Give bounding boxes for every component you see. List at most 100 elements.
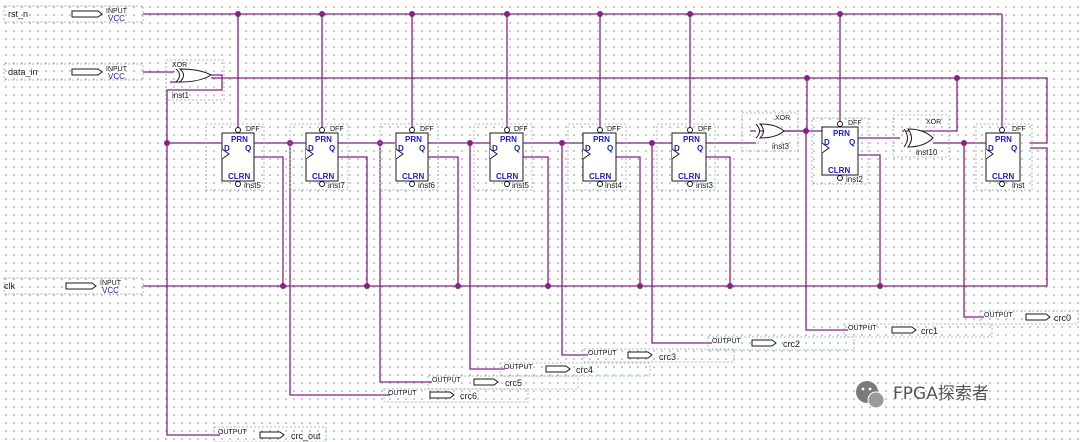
- svg-text:PRN: PRN: [500, 135, 517, 144]
- dff-type: DFF: [246, 126, 260, 133]
- dff-inst: inst4: [605, 181, 622, 190]
- input-tag: INPUT: [100, 280, 122, 287]
- input-tag: INPUT: [106, 8, 128, 15]
- svg-text:CLRN: CLRN: [402, 172, 424, 181]
- input-label: rst_n: [8, 9, 28, 19]
- svg-text:PRN: PRN: [231, 135, 248, 144]
- input-label: clk: [4, 281, 15, 291]
- dff-3[interactable]: DFF PRN D Q CLRN inst5: [473, 123, 533, 191]
- output-crc1[interactable]: OUTPUT crc1: [843, 323, 993, 338]
- svg-text:D: D: [988, 144, 994, 153]
- svg-text:D: D: [224, 144, 230, 153]
- dff-type: DFF: [330, 126, 344, 133]
- dff-6[interactable]: DFF PRN D Q CLRN inst2: [811, 117, 869, 185]
- clk-wire: [143, 147, 1048, 287]
- dff-block: [582, 132, 617, 182]
- output-tag: OUTPUT: [848, 325, 878, 332]
- output-crc0[interactable]: OUTPUT crc0: [979, 310, 1079, 325]
- dff-7[interactable]: DFF PRN D Q CLRN inst: [975, 123, 1033, 191]
- dff-block: [985, 132, 1021, 182]
- svg-text:D: D: [398, 144, 404, 153]
- gate-type: XOR: [172, 62, 187, 69]
- xor-gate-icon: [906, 128, 934, 148]
- output-tag: OUTPUT: [588, 350, 618, 357]
- output-crc-out[interactable]: OUTPUT crc_out: [213, 426, 327, 442]
- svg-text:CLRN: CLRN: [228, 172, 250, 181]
- output-crc4[interactable]: OUTPUT crc4: [499, 362, 651, 377]
- svg-text:D: D: [824, 138, 830, 147]
- svg-text:PRN: PRN: [405, 135, 422, 144]
- dff-type: DFF: [514, 126, 528, 133]
- svg-text:Q: Q: [329, 144, 335, 153]
- output-tag: OUTPUT: [504, 364, 534, 371]
- dff-type: DFF: [607, 126, 621, 133]
- svg-text:CLRN: CLRN: [312, 172, 334, 181]
- dff-inst: inst5: [512, 181, 529, 190]
- dff-5[interactable]: DFF PRN D Q CLRN inst3: [656, 123, 716, 191]
- svg-text:D: D: [674, 144, 680, 153]
- output-label: crc_out: [291, 431, 321, 441]
- input-data-in[interactable]: data_in INPUT VCC: [3, 63, 144, 81]
- svg-text:PRN: PRN: [995, 135, 1012, 144]
- dff-type: DFF: [420, 126, 434, 133]
- dff-4[interactable]: DFF PRN D Q CLRN inst4: [567, 123, 627, 191]
- xor-gate-1[interactable]: XOR inst1: [165, 59, 225, 101]
- output-crc2[interactable]: OUTPUT crc2: [707, 336, 855, 351]
- dff-type: DFF: [698, 126, 712, 133]
- svg-text:Q: Q: [245, 144, 251, 153]
- wires: [143, 13, 1048, 436]
- input-clk[interactable]: clk INPUT VCC: [3, 277, 144, 295]
- svg-text:CLRN: CLRN: [496, 172, 518, 181]
- dff-block: [395, 132, 429, 182]
- watermark-text: FPGA探索者: [893, 384, 989, 404]
- dff-1[interactable]: DFF PRN D Q CLRN inst7: [289, 123, 349, 191]
- output-crc3[interactable]: OUTPUT crc3: [583, 348, 735, 363]
- input-default: VCC: [102, 286, 119, 295]
- output-tag: OUTPUT: [388, 390, 418, 397]
- wechat-icon: [856, 381, 885, 409]
- output-crc6[interactable]: OUTPUT crc6: [383, 388, 529, 403]
- output-tag: OUTPUT: [432, 377, 462, 384]
- junctions: [164, 11, 967, 289]
- svg-text:PRN: PRN: [833, 129, 850, 138]
- input-default: VCC: [108, 72, 125, 81]
- dff-block: [821, 126, 859, 176]
- output-label: crc6: [460, 391, 477, 401]
- gate-type: XOR: [775, 115, 790, 122]
- output-tag: OUTPUT: [218, 429, 248, 436]
- dff-block: [671, 132, 707, 182]
- watermark: FPGA探索者: [856, 381, 989, 409]
- svg-text:Q: Q: [849, 138, 855, 147]
- output-label: crc5: [505, 378, 522, 388]
- xor-gate-3[interactable]: XOR inst10: [892, 114, 950, 158]
- output-label: crc4: [576, 365, 593, 375]
- output-label: crc0: [1054, 313, 1071, 323]
- svg-text:D: D: [492, 144, 498, 153]
- dff-0[interactable]: DFF PRN D Q CLRN inst5: [205, 123, 265, 191]
- input-tag: INPUT: [106, 66, 128, 73]
- xor-gate-2[interactable]: XOR inst3: [741, 112, 799, 152]
- gate-inst: inst3: [772, 142, 789, 151]
- output-tag: OUTPUT: [984, 312, 1014, 319]
- output-crc5[interactable]: OUTPUT crc5: [427, 375, 579, 390]
- svg-text:D: D: [585, 144, 591, 153]
- input-rst-n[interactable]: rst_n INPUT VCC: [3, 5, 144, 23]
- svg-text:Q: Q: [697, 144, 703, 153]
- xor-gate-icon: [178, 68, 212, 83]
- output-label: crc3: [659, 352, 676, 362]
- svg-text:CLRN: CLRN: [589, 172, 611, 181]
- feedback-wire: [211, 77, 1048, 144]
- dff-type: DFF: [848, 120, 862, 127]
- svg-text:PRN: PRN: [593, 135, 610, 144]
- svg-text:CLRN: CLRN: [828, 166, 850, 175]
- svg-text:Q: Q: [419, 144, 425, 153]
- dff-inst: inst: [1012, 181, 1025, 190]
- svg-text:D: D: [308, 144, 314, 153]
- dff-type: DFF: [1012, 126, 1026, 133]
- input-default: VCC: [108, 14, 125, 23]
- svg-text:CLRN: CLRN: [678, 172, 700, 181]
- gate-type: XOR: [926, 119, 941, 126]
- dff-2[interactable]: DFF PRN D Q CLRN inst6: [379, 123, 439, 191]
- dff-inst: inst3: [696, 181, 713, 190]
- output-label: crc1: [921, 326, 938, 336]
